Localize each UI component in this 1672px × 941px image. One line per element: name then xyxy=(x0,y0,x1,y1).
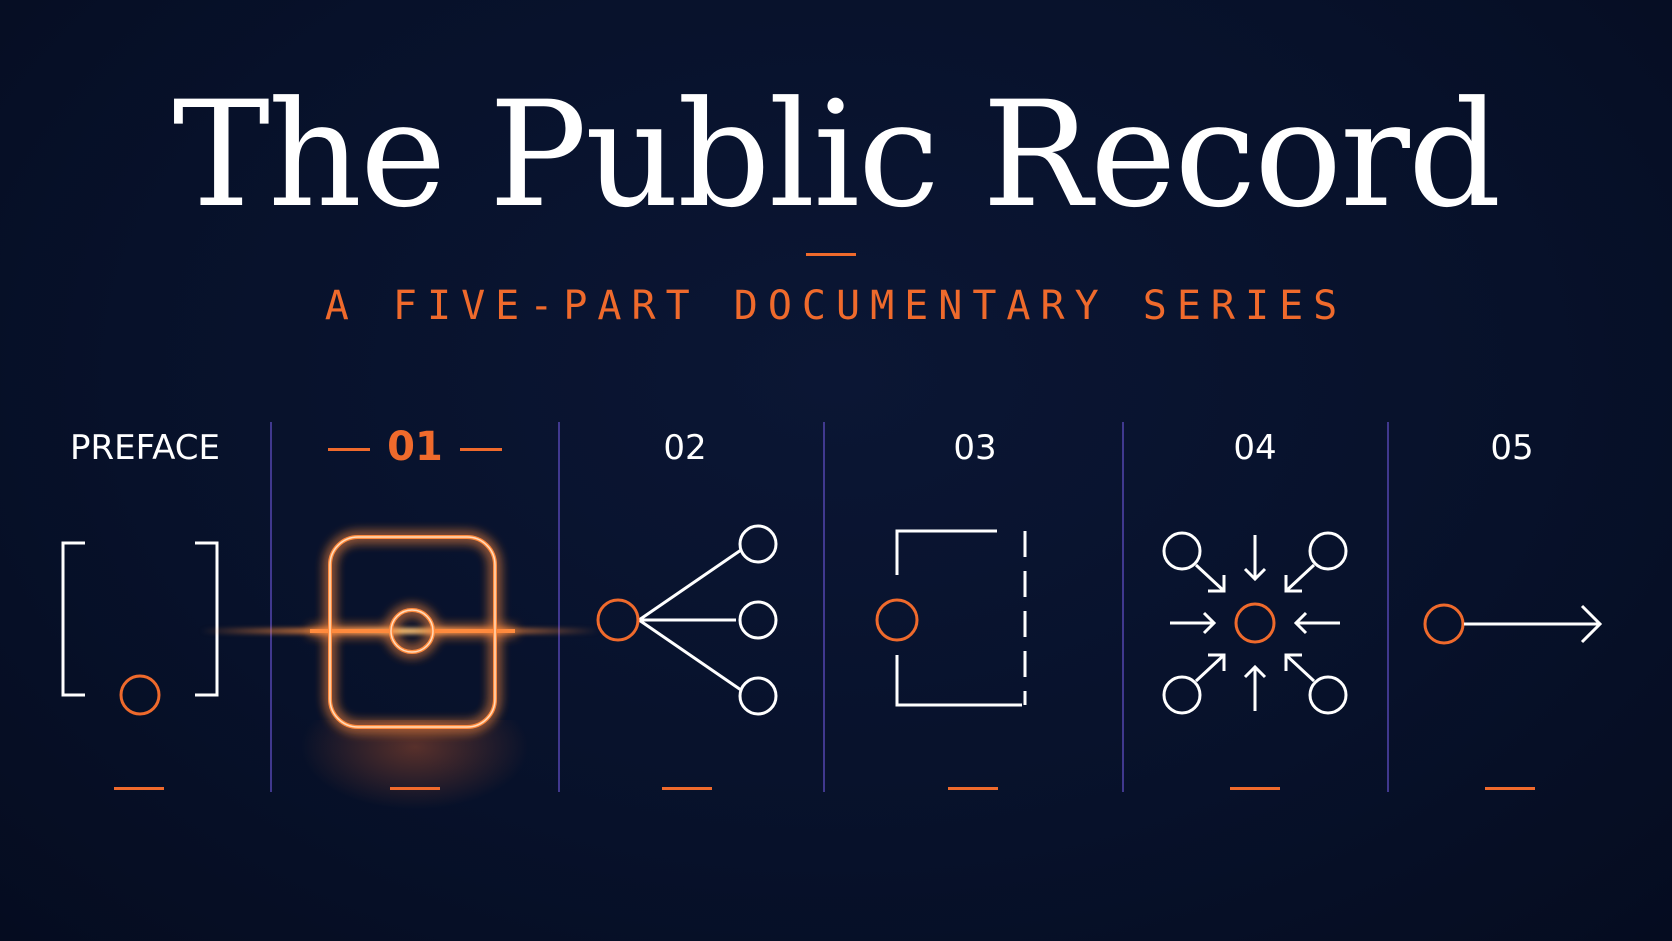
episode-underline xyxy=(390,787,440,790)
branching-nodes-icon xyxy=(596,524,778,716)
label-dash-left xyxy=(328,448,370,451)
episode-underline xyxy=(948,787,998,790)
episode-label: 04 xyxy=(1233,428,1277,468)
glow-beam xyxy=(200,628,600,634)
column-divider xyxy=(1122,422,1124,792)
series-title: The Public Record xyxy=(172,70,1502,240)
episode-underline xyxy=(114,787,164,790)
episode-underline xyxy=(1230,787,1280,790)
series-subtitle: A FIVE-PART DOCUMENTARY SERIES xyxy=(324,283,1348,329)
episode-underline xyxy=(662,787,712,790)
open-box-node-icon xyxy=(875,529,1027,707)
episode-underline xyxy=(1485,787,1535,790)
glow-reflection xyxy=(300,720,530,810)
column-divider xyxy=(558,422,560,792)
converging-arrows-icon xyxy=(1162,531,1348,715)
column-divider xyxy=(1387,422,1389,792)
column-divider xyxy=(270,422,272,792)
episode-label: 01 xyxy=(387,424,443,470)
episode-label: 02 xyxy=(663,428,707,468)
episode-label: 05 xyxy=(1490,428,1534,468)
label-dash-right xyxy=(460,448,502,451)
node-arrow-icon xyxy=(1423,603,1603,645)
title-underline xyxy=(806,253,856,256)
episode-label: 03 xyxy=(953,428,997,468)
bracket-dot-icon xyxy=(61,541,219,716)
episode-label: PREFACE xyxy=(70,428,220,468)
column-divider xyxy=(823,422,825,792)
rounded-frame-node-icon xyxy=(310,535,515,729)
